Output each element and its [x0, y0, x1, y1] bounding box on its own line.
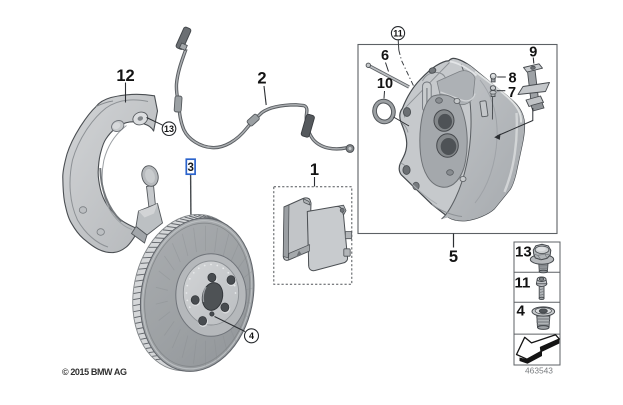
- svg-text:2: 2: [257, 70, 266, 88]
- svg-text:13: 13: [164, 124, 174, 134]
- svg-text:1: 1: [310, 161, 319, 179]
- svg-text:8: 8: [508, 71, 516, 87]
- svg-text:10: 10: [377, 76, 393, 92]
- svg-text:4: 4: [517, 303, 526, 320]
- svg-text:4: 4: [249, 331, 254, 341]
- svg-text:5: 5: [449, 248, 458, 266]
- svg-text:13: 13: [515, 244, 532, 261]
- svg-text:12: 12: [116, 67, 134, 85]
- svg-text:11: 11: [515, 275, 531, 292]
- svg-text:6: 6: [381, 48, 389, 64]
- svg-text:463543: 463543: [525, 366, 553, 376]
- svg-text:3: 3: [187, 162, 193, 174]
- svg-text:7: 7: [508, 85, 516, 101]
- svg-text:© 2015 BMW AG: © 2015 BMW AG: [62, 367, 127, 377]
- svg-text:11: 11: [393, 28, 403, 38]
- svg-text:9: 9: [529, 45, 537, 61]
